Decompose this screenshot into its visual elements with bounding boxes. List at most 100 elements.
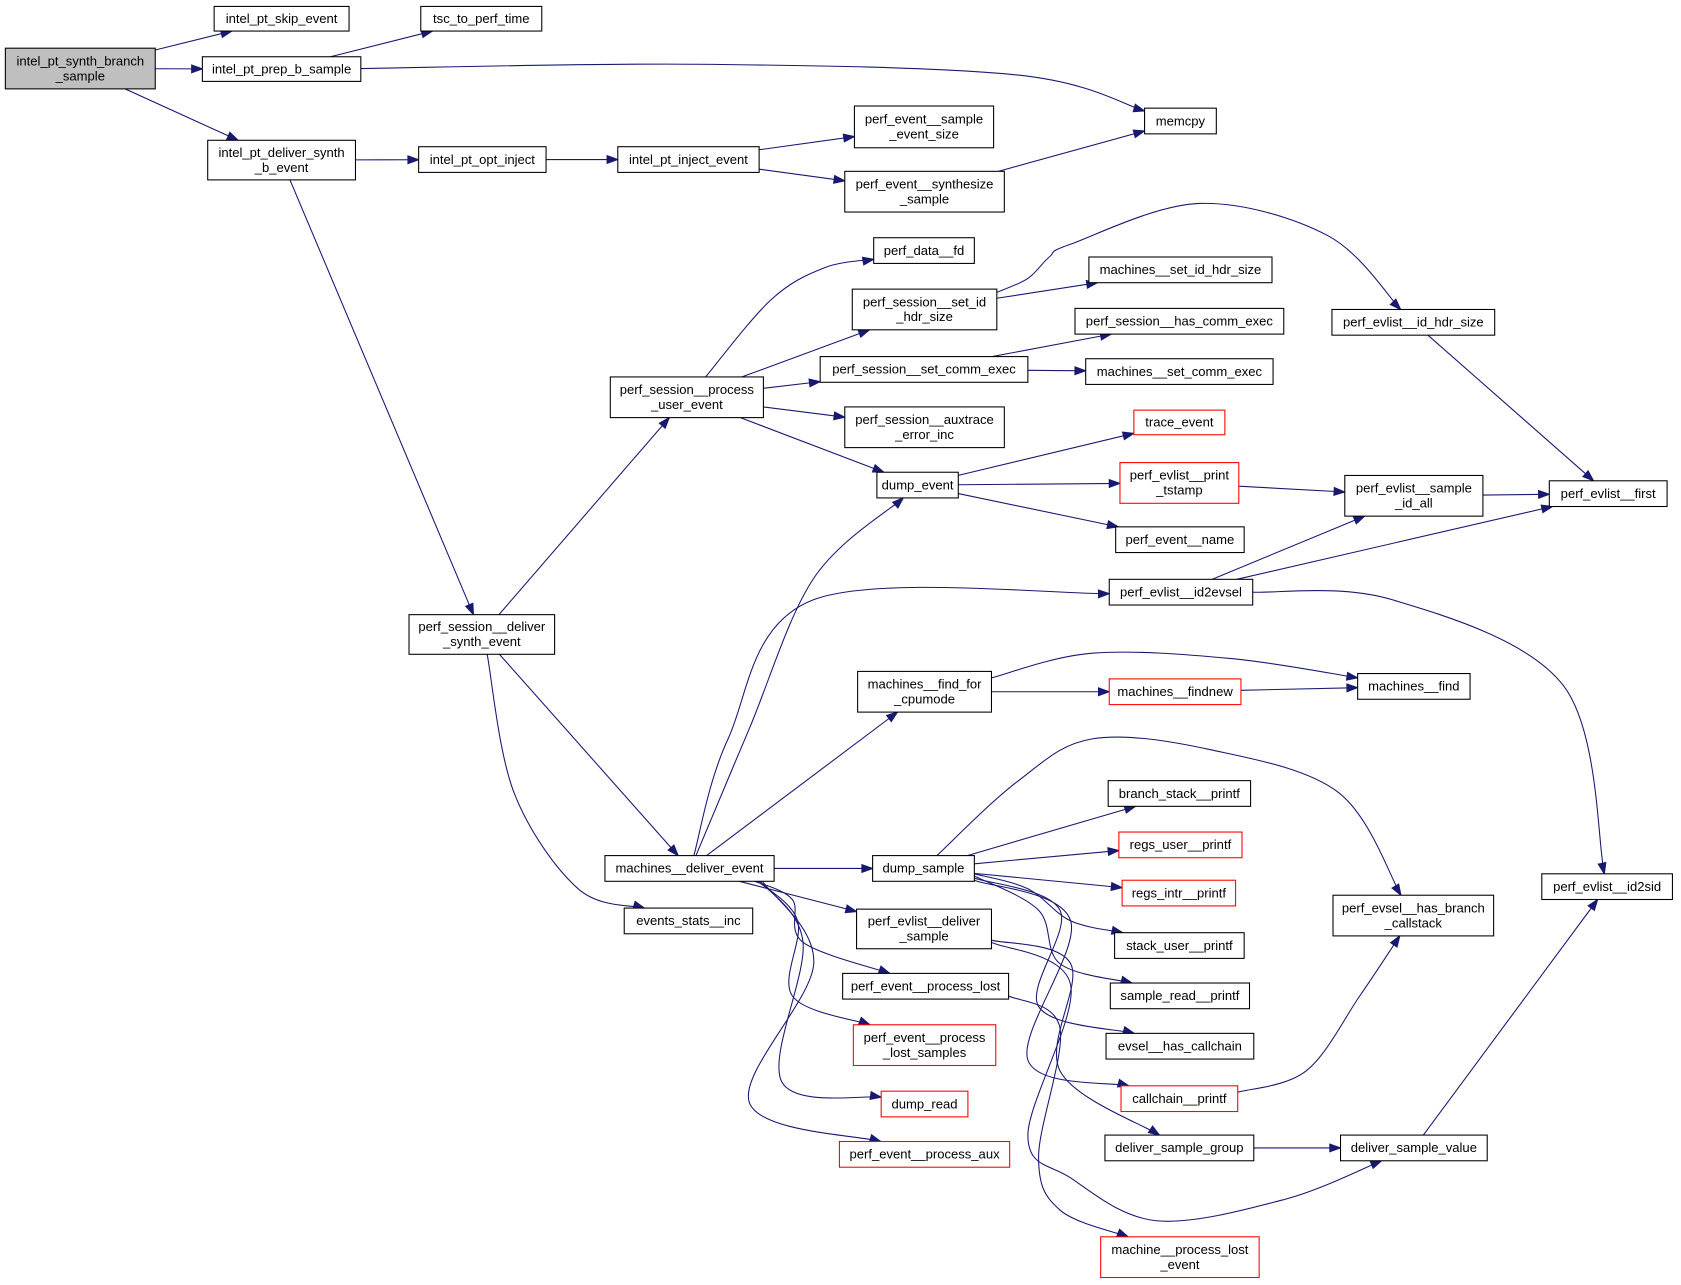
node-dump-sample[interactable]: dump_sample	[872, 855, 975, 882]
edge-line	[974, 873, 1123, 934]
node-box	[4, 47, 156, 90]
node-perf-evlist-id2evsel[interactable]: perf_evlist__id2evsel	[1108, 578, 1254, 606]
node-perf-evlist-id2sid[interactable]: perf_evlist__id2sid	[1541, 873, 1673, 901]
node-perf-evlist-print-tstamp[interactable]: perf_evlist__print_tstamp	[1119, 462, 1240, 504]
node-dump-event[interactable]: dump_event	[876, 471, 959, 499]
node-perf-event-process-lost[interactable]: perf_event__process_lost	[842, 972, 1010, 1000]
edge-line	[974, 879, 1130, 1087]
node-label: perf_evlist__id2evsel	[1120, 584, 1242, 599]
node-label: _synth_event	[442, 634, 521, 649]
node-perf-session-auxtrace-error-inc[interactable]: perf_session__auxtrace_error_inc	[844, 406, 1005, 449]
node-memcpy[interactable]: memcpy	[1144, 107, 1217, 135]
arrowhead-icon	[808, 378, 822, 388]
edge-intel_pt_prep_b_sample-to-memcpy	[360, 63, 1147, 113]
edge-line	[996, 202, 1402, 310]
edge-callchain__printf-to-perf_evsel__has_branch_callstack	[1237, 934, 1401, 1093]
node-intel-pt-prep-b-sample[interactable]: intel_pt_prep_b_sample	[201, 56, 362, 82]
node-stack-user-printf[interactable]: stack_user__printf	[1114, 932, 1245, 959]
node-perf-evlist-id-hdr-size[interactable]: perf_evlist__id_hdr_size	[1331, 308, 1496, 336]
node-perf-event-name[interactable]: perf_event__name	[1115, 526, 1245, 554]
node-label: perf_session__set_comm_exec	[832, 362, 1016, 377]
node-machines-deliver-event[interactable]: machines__deliver_event	[604, 855, 775, 882]
node-label: evsel__has_callchain	[1118, 1038, 1242, 1053]
node-machine-process-lost-event[interactable]: machine__process_lost_event	[1100, 1236, 1260, 1279]
node-label: perf_evlist__deliver	[868, 914, 981, 929]
node-tsc-to-perf-time[interactable]: tsc_to_perf_time	[420, 5, 543, 32]
edge-intel_pt_synth_branch_sample-to-intel_pt_skip_event	[155, 29, 234, 51]
node-perf-session-has-comm-exec[interactable]: perf_session__has_comm_exec	[1074, 307, 1285, 335]
node-dump-read[interactable]: dump_read	[880, 1090, 969, 1118]
node-perf-event-synthesize-sample[interactable]: perf_event__synthesize_sample	[844, 170, 1005, 213]
arrowhead-icon	[407, 155, 421, 165]
node-perf-session-set-id-hdr-size[interactable]: perf_session__set_id_hdr_size	[851, 288, 998, 331]
node-machines-find-for-cpumode[interactable]: machines__find_for_cpumode	[857, 670, 993, 713]
node-perf-data-fd[interactable]: perf_data__fd	[873, 237, 975, 264]
node-trace-event[interactable]: trace_event	[1133, 409, 1226, 436]
node-box	[207, 139, 357, 181]
node-label: intel_pt_opt_inject	[430, 152, 536, 167]
arrowhead-icon	[877, 965, 892, 974]
node-perf-evlist-sample-id-all[interactable]: perf_evlist__sample_id_all	[1344, 474, 1484, 517]
node-machines-set-id-hdr-size[interactable]: machines__set_id_hdr_size	[1088, 256, 1273, 284]
edge-line	[1252, 590, 1605, 874]
edge-machines__deliver_event-to-dump_event	[695, 496, 905, 856]
node-label: _sample	[899, 191, 949, 206]
edge-perf_evlist__sample_id_all-to-perf_evlist__first	[1482, 489, 1551, 500]
node-branch-stack-printf[interactable]: branch_stack__printf	[1107, 780, 1252, 807]
node-box	[1541, 873, 1673, 901]
arrowhead-icon	[885, 711, 899, 723]
node-evsel-has-callchain[interactable]: evsel__has_callchain	[1105, 1032, 1255, 1060]
node-box	[1121, 879, 1237, 907]
edge-line	[998, 130, 1145, 172]
node-machines-find[interactable]: machines__find	[1357, 673, 1471, 700]
node-label: perf_data__fd	[884, 243, 965, 258]
edge-line	[1236, 505, 1553, 580]
node-regs-user-printf[interactable]: regs_user__printf	[1118, 831, 1243, 859]
node-perf-event-sample-event-size[interactable]: perf_event__sample_event_size	[853, 105, 995, 149]
nodes-layer: intel_pt_synth_branch_sampleintel_pt_ski…	[4, 5, 1673, 1279]
edge-line	[155, 30, 232, 51]
node-perf-evsel-has-branch-callstack[interactable]: perf_evsel__has_branch_callstack	[1332, 894, 1495, 937]
node-intel-pt-skip-event[interactable]: intel_pt_skip_event	[213, 5, 350, 32]
node-events-stats-inc[interactable]: events_stats__inc	[623, 907, 754, 935]
node-box	[844, 406, 1005, 449]
node-perf-session-process-user-event[interactable]: perf_session__process_user_event	[609, 376, 764, 419]
node-intel-pt-opt-inject[interactable]: intel_pt_opt_inject	[418, 146, 547, 173]
node-label: machines__find	[1368, 679, 1459, 694]
node-perf-event-process-aux[interactable]: perf_event__process_aux	[838, 1140, 1011, 1168]
node-intel-pt-deliver-synth-b-event[interactable]: intel_pt_deliver_synth_b_event	[207, 139, 357, 181]
node-perf-event-process-lost-samples[interactable]: perf_event__process_lost_samples	[852, 1024, 997, 1067]
node-label: regs_intr__printf	[1132, 885, 1227, 900]
edge-perf_evlist__id_hdr_size-to-perf_evlist__first	[1427, 334, 1595, 482]
node-label: _tstamp	[1155, 483, 1202, 498]
node-label: stack_user__printf	[1126, 938, 1233, 953]
arrowhead-icon	[225, 131, 240, 141]
node-sample-read-printf[interactable]: sample_read__printf	[1109, 982, 1251, 1010]
node-label: _error_inc	[894, 427, 954, 442]
node-perf-session-set-comm-exec[interactable]: perf_session__set_comm_exec	[819, 356, 1029, 383]
edge-perf_session__deliver_synth_event-to-perf_session__process_user_event	[498, 416, 671, 616]
edge-machines__findnew-to-machines__find	[1240, 683, 1360, 693]
node-intel-pt-inject-event[interactable]: intel_pt_inject_event	[617, 146, 760, 173]
node-box	[604, 855, 775, 882]
node-label: perf_event__name	[1126, 532, 1235, 547]
edge-perf_session__process_user_event-to-perf_data__fd	[705, 256, 876, 378]
node-deliver-sample-value[interactable]: deliver_sample_value	[1339, 1134, 1488, 1162]
node-machines-set-comm-exec[interactable]: machines__set_comm_exec	[1085, 358, 1274, 385]
node-box	[201, 56, 362, 82]
node-regs-intr-printf[interactable]: regs_intr__printf	[1121, 879, 1237, 907]
edge-line	[706, 711, 898, 857]
node-callchain-printf[interactable]: callchain__printf	[1120, 1085, 1239, 1113]
edge-line	[499, 653, 679, 856]
node-box	[851, 288, 998, 331]
node-deliver-sample-group[interactable]: deliver_sample_group	[1104, 1134, 1255, 1162]
node-perf-evlist-deliver-sample[interactable]: perf_evlist__deliver_sample	[856, 908, 993, 950]
edge-line	[996, 282, 1098, 299]
node-perf-evlist-first[interactable]: perf_evlist__first	[1548, 480, 1668, 508]
node-machines-findnew[interactable]: machines__findnew	[1108, 678, 1242, 706]
arrowhead-icon	[1329, 1143, 1343, 1153]
node-perf-session-deliver-synth-event[interactable]: perf_session__deliver_synth_event	[408, 614, 556, 655]
edge-line	[958, 432, 1134, 476]
node-label: events_stats__inc	[636, 913, 741, 928]
